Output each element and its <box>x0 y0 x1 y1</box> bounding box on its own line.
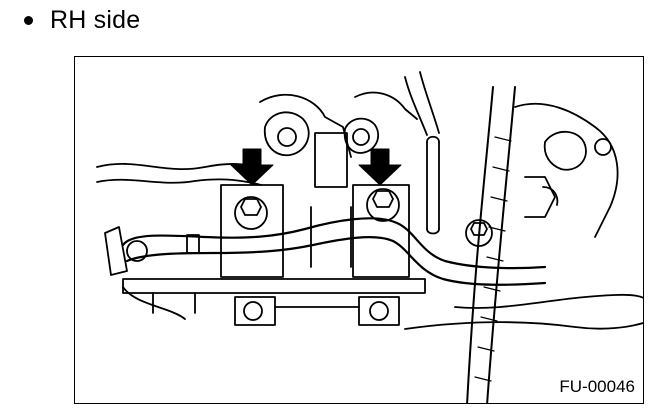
fuel-rail <box>122 278 426 294</box>
injector-boss-left <box>220 184 284 278</box>
wiring-harness <box>486 86 516 403</box>
pump-housing <box>514 102 619 238</box>
engine-contour-line <box>454 293 643 309</box>
figure-code: FU-00046 <box>559 377 635 396</box>
lower-boss-hole <box>369 301 389 321</box>
engine-contour-line <box>96 178 262 186</box>
boss-hole <box>277 127 297 147</box>
pointer-arrow-right <box>358 148 402 186</box>
illustration-frame: FU-00046 <box>74 56 644 404</box>
lower-boss <box>234 296 276 326</box>
vertical-pipe <box>426 228 440 235</box>
injector-boss-right <box>352 184 410 278</box>
fuel-pipe <box>121 217 547 270</box>
pump-bolt-hole <box>594 138 612 156</box>
rocker-block <box>314 132 348 188</box>
bolt-left <box>234 196 268 230</box>
pipe-clip <box>186 234 200 254</box>
boss-casting <box>263 111 310 157</box>
fuel-pipe <box>125 236 547 286</box>
engine-line-drawing <box>96 71 643 403</box>
engine-contour-line <box>122 286 186 320</box>
fuel-rail-support <box>152 292 196 314</box>
boss-hole <box>352 128 370 146</box>
bolt-third <box>465 219 493 247</box>
bracket <box>524 176 556 218</box>
cylinder-head-casting <box>354 91 418 120</box>
lower-boss-hole <box>243 301 263 321</box>
bullet-icon <box>24 15 33 25</box>
wiring-harness <box>466 86 494 403</box>
hose <box>419 71 440 134</box>
section-heading: RH side <box>14 2 140 38</box>
lower-boss <box>358 296 400 326</box>
harness-tape <box>474 136 512 382</box>
bracket <box>542 186 559 206</box>
cylinder-head-casting <box>259 93 352 158</box>
vertical-pipe <box>426 135 440 143</box>
pipe-end-fitting <box>104 226 128 276</box>
pointer-arrow-left <box>230 148 274 186</box>
heading-text: RH side <box>50 5 141 34</box>
engine-contour-line <box>404 321 643 330</box>
vertical-pipe <box>426 141 440 230</box>
bolt-right <box>366 188 400 222</box>
pump-housing <box>543 130 587 171</box>
hose <box>404 76 428 136</box>
pipe-fitting <box>126 240 148 262</box>
rocker-block <box>310 206 352 268</box>
boss-casting <box>343 117 380 154</box>
